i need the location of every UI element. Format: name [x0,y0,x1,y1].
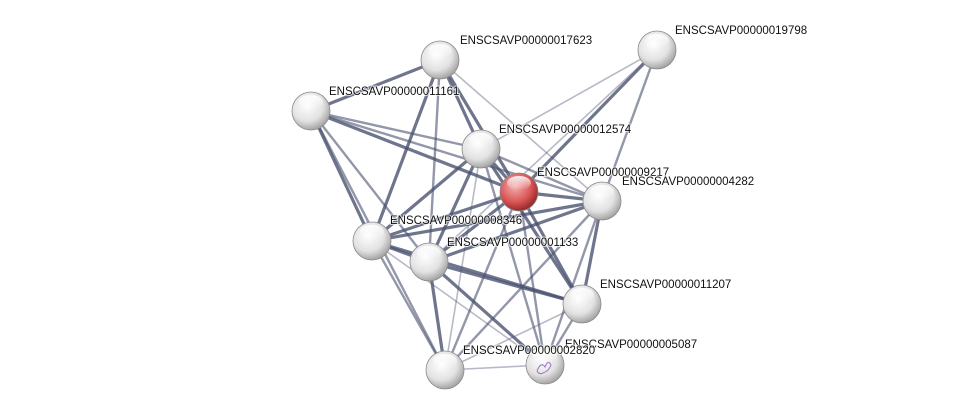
edge-09217-05087[interactable] [517,191,547,366]
node-11161[interactable] [291,91,331,131]
edge-09217-02820[interactable] [443,191,521,371]
edge-09217-08346[interactable] [371,190,520,243]
edge-11161-04282[interactable] [310,109,603,203]
node-17623[interactable] [420,40,460,80]
edge-11207-02820[interactable] [444,303,583,371]
edge-11161-01133[interactable] [310,110,430,263]
node-label[interactable]: ENSCSAVP00000019798 [674,24,808,38]
edge-04282-01133[interactable] [428,199,603,264]
edge-01133-11207[interactable] [428,260,583,306]
edge-17623-01133[interactable] [427,59,442,263]
edge-17623-08346[interactable] [370,59,442,242]
node-label[interactable]: ENSCSAVP00000005087 [564,338,698,352]
edge-08346-05087[interactable] [371,240,546,366]
edge-11161-12574[interactable] [310,109,482,151]
edge-01133-05087[interactable] [427,260,547,367]
edge-12574-04282[interactable] [480,147,603,203]
edge-19798-12574[interactable] [480,49,658,150]
node-12574[interactable] [461,129,501,169]
node-09217[interactable] [499,172,539,212]
node-11207[interactable] [562,284,602,324]
edge-17623-11161[interactable] [310,58,441,113]
edge-04282-05087[interactable] [543,200,604,366]
node-highlight [590,185,614,199]
node-19798[interactable] [637,30,677,70]
node-highlight [360,225,384,239]
node-highlight [570,288,594,302]
node-highlight [428,44,452,58]
node-label[interactable]: ENSCSAVP00000009217 [536,166,670,180]
edge-19798-09217[interactable] [517,48,659,194]
node-highlight [299,95,323,109]
node-label[interactable]: ENSCSAVP00000017623 [459,34,593,48]
edge-12574-02820[interactable] [444,148,482,371]
node-02820[interactable] [425,350,465,390]
node-label[interactable]: ENSCSAVP00000008346 [389,214,523,228]
node-08346[interactable] [352,221,392,261]
edge-12574-01133[interactable] [427,148,483,263]
node-label[interactable]: ENSCSAVP00000004282 [621,175,755,189]
node-highlight [507,176,531,190]
node-label[interactable]: ENSCSAVP00000001133 [446,236,579,250]
node-01133[interactable] [409,242,449,282]
edge-19798-04282[interactable] [600,49,659,202]
edge-04282-08346[interactable] [371,199,603,243]
node-highlight [433,354,457,368]
edge-17623-09217[interactable] [438,59,521,193]
node-highlight [417,246,441,260]
edge-11161-09217[interactable] [310,109,520,194]
node-highlight [645,34,669,48]
node-label[interactable]: ENSCSAVP00000011161 [328,85,460,99]
edge-19798-01133[interactable] [428,49,658,263]
edge-08346-02820[interactable] [370,240,447,371]
protein-structure-icon [536,361,552,375]
edge-12574-08346[interactable] [370,147,483,243]
node-label[interactable]: ENSCSAVP00000002820 [462,344,596,358]
node-highlight [533,349,557,363]
node-highlight [469,133,493,147]
node-05087[interactable] [525,345,565,385]
node-04282[interactable] [582,181,622,221]
node-label[interactable]: ENSCSAVP00000011207 [599,278,732,292]
edge-17623-04282[interactable] [439,59,603,202]
node-label[interactable]: ENSCSAVP00000012574 [498,123,633,137]
edge-12574-05087[interactable] [479,148,547,366]
